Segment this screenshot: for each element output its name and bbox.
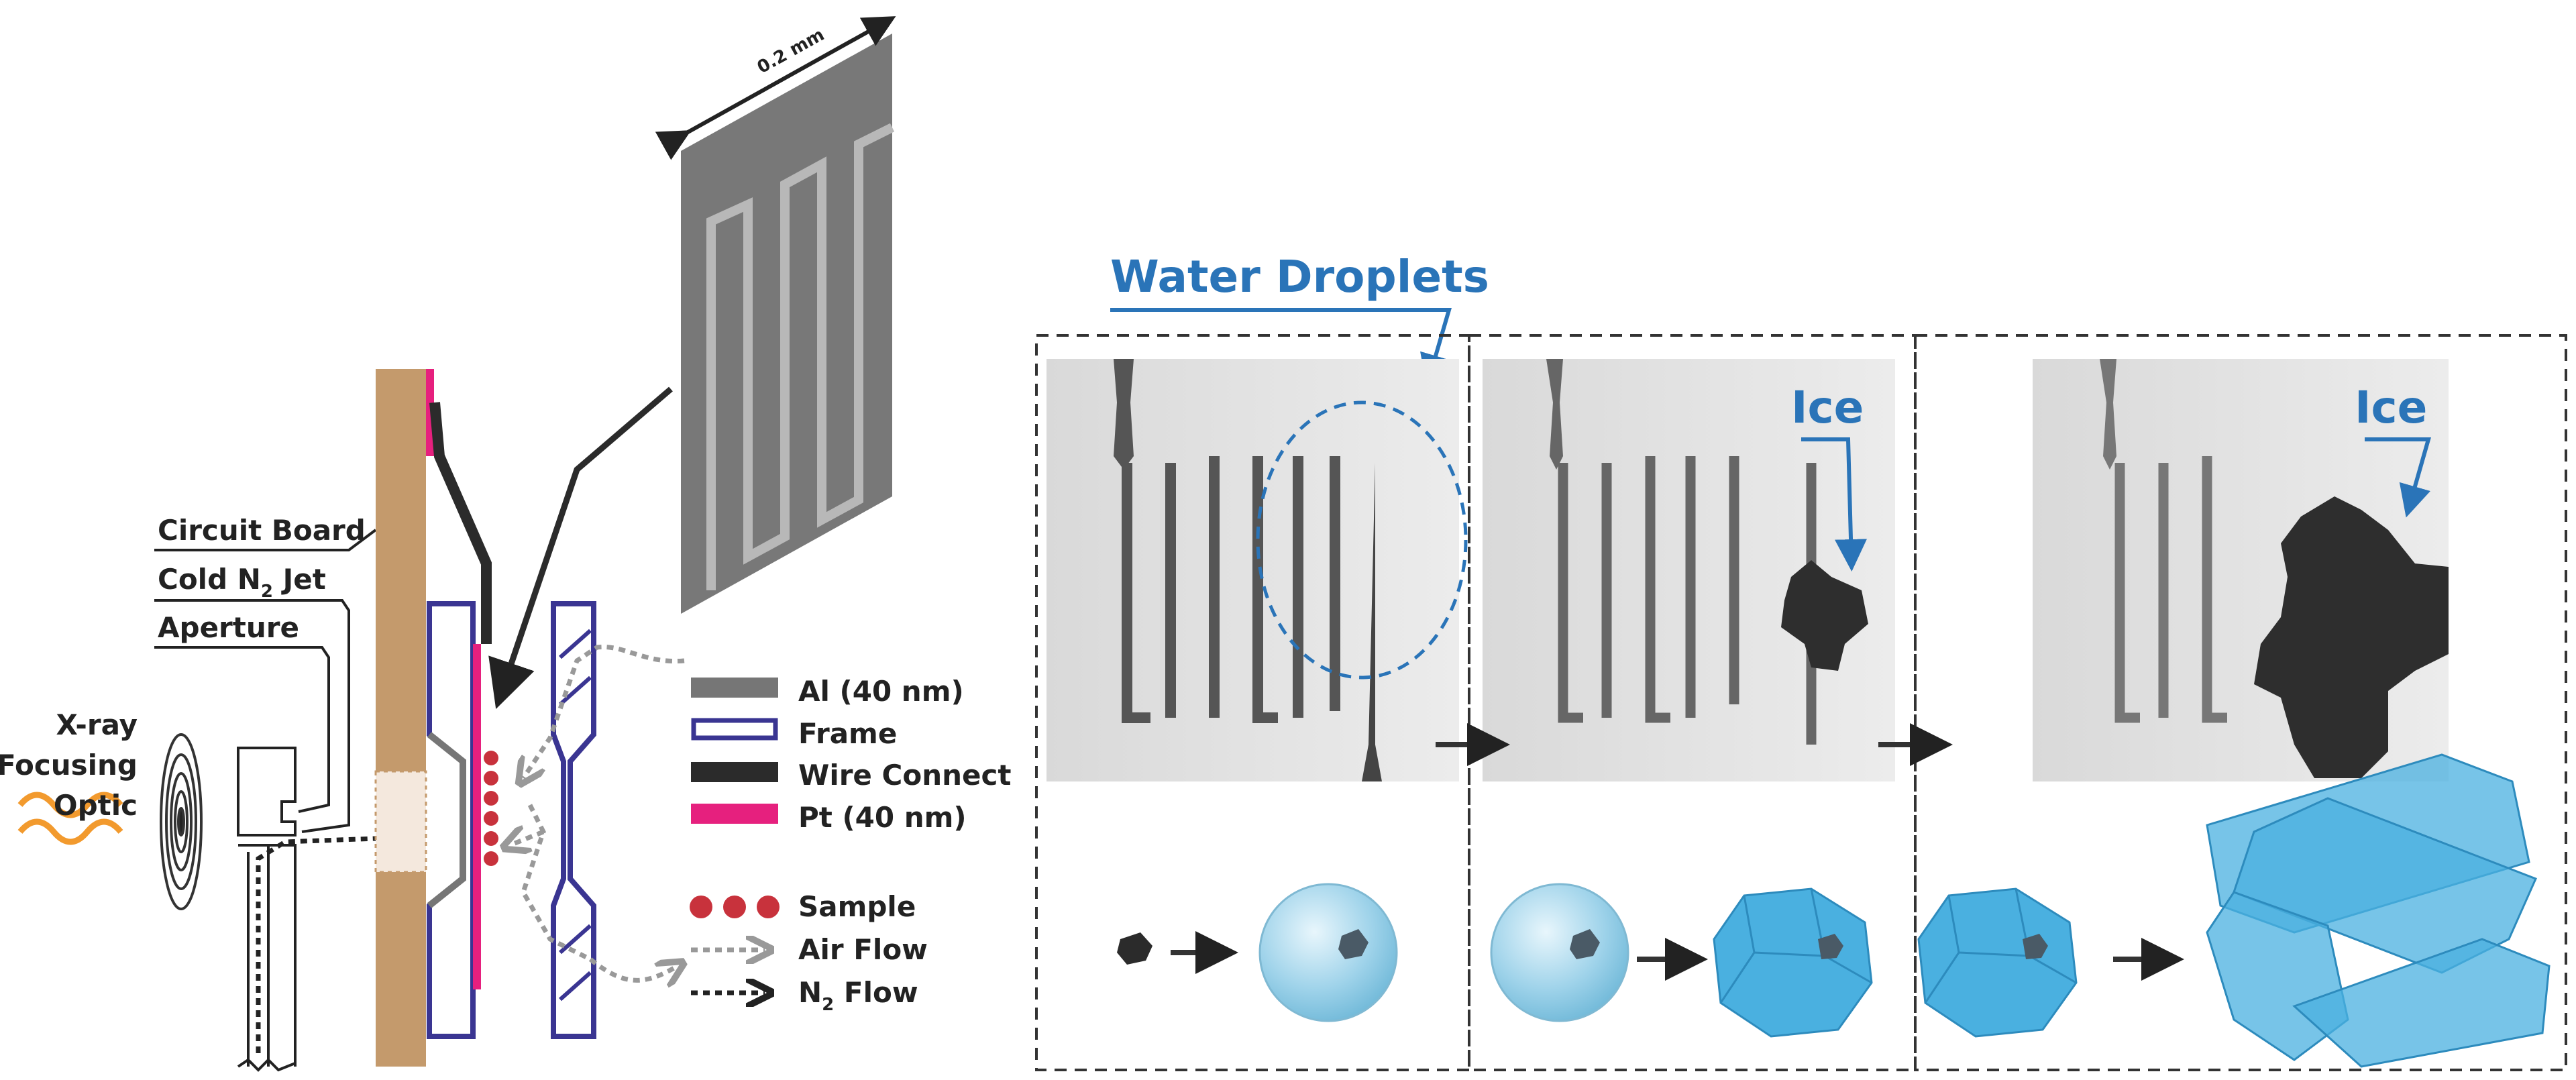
process-panel-2 (1490, 883, 1873, 1038)
panel-frames (1035, 334, 2567, 1071)
water-droplet-icon (1258, 883, 1398, 1022)
scale-bar (655, 16, 896, 160)
chip-frame-right (551, 601, 596, 1039)
legend-swatch-sample (690, 896, 780, 918)
water-droplet-icon-2 (1490, 883, 1629, 1022)
air-flow-paths (510, 644, 684, 980)
legend-swatch-wire (691, 762, 778, 782)
cold-n2-jet-label: Cold N2 Jet (158, 563, 326, 602)
chip-frame-left (427, 601, 481, 1039)
water-droplets-leader (1110, 308, 1452, 387)
label-leaders (154, 529, 377, 833)
xray-waves-icon (17, 792, 123, 845)
ice-crystal-icon (1713, 887, 1873, 1038)
micrograph-inset: 0.2 mm (655, 16, 896, 614)
legend-label-al: Al (40 nm) (798, 675, 964, 708)
ice-label-2: Ice (2355, 382, 2427, 433)
xray-image-panel-3: Ice (2033, 359, 2449, 781)
xray-image-panel-1 (1046, 359, 1468, 781)
n2flow-prefix: N (798, 976, 822, 1009)
legend-label-pt: Pt (40 nm) (798, 801, 967, 834)
ice-leader-2 (2365, 437, 2431, 518)
circuit-board-label: Circuit Board (158, 514, 366, 547)
scale-label: 0.2 mm (754, 25, 828, 78)
ice-leader-1 (1801, 437, 1868, 572)
ice-label-1: Ice (1791, 382, 1864, 433)
xray-label-line3: Optic (54, 789, 138, 822)
legend-label-sample: Sample (798, 890, 916, 923)
water-droplets-label: Water Droplets (1110, 251, 1489, 303)
sample-dots (484, 751, 498, 866)
n2flow-sub: 2 (822, 995, 834, 1015)
ice-blob-small (1781, 560, 1868, 671)
legend-label-n2flow: N2 Flow (798, 976, 918, 1015)
ice-crystal-icon-2 (1917, 887, 2078, 1038)
pointer-to-micrograph (488, 386, 673, 710)
process-panel-1 (1117, 883, 1398, 1022)
legend-swatch-pt (691, 804, 778, 824)
legend-label-frame: Frame (798, 717, 897, 750)
xray-label-line2: Focusing (0, 749, 138, 781)
legend-label-airflow: Air Flow (798, 933, 928, 966)
xray-label-line1: X-ray (56, 708, 138, 741)
legend-label-wire: Wire Connect (798, 759, 1011, 792)
legend-swatch-frame (691, 718, 778, 741)
xray-optic: X-ray Focusing Optic (0, 708, 203, 910)
cold-jet-text: Cold N (158, 563, 261, 596)
circuit-board (374, 369, 434, 1067)
n2flow-suffix: Flow (834, 976, 918, 1009)
process-panel-3 (1917, 753, 2551, 1068)
cold-jet-sub: 2 (261, 582, 273, 602)
ice-crystal-cluster-icon (2206, 753, 2551, 1068)
cold-jet-suffix: Jet (273, 563, 326, 596)
focusing-optic-icon (160, 733, 203, 910)
aperture-hole (374, 770, 427, 873)
xray-image-panel-2: Ice (1483, 359, 1895, 781)
droplet-circle (1256, 400, 1468, 680)
legend-swatch-al (691, 678, 778, 698)
ice-blob-large (2254, 496, 2449, 778)
particle-icon (1117, 932, 1152, 965)
wire-connect (429, 402, 492, 644)
legend: Al (40 nm) Frame Wire Connect Pt (40 nm)… (690, 675, 1011, 1015)
aperture-label: Aperture (158, 611, 299, 644)
